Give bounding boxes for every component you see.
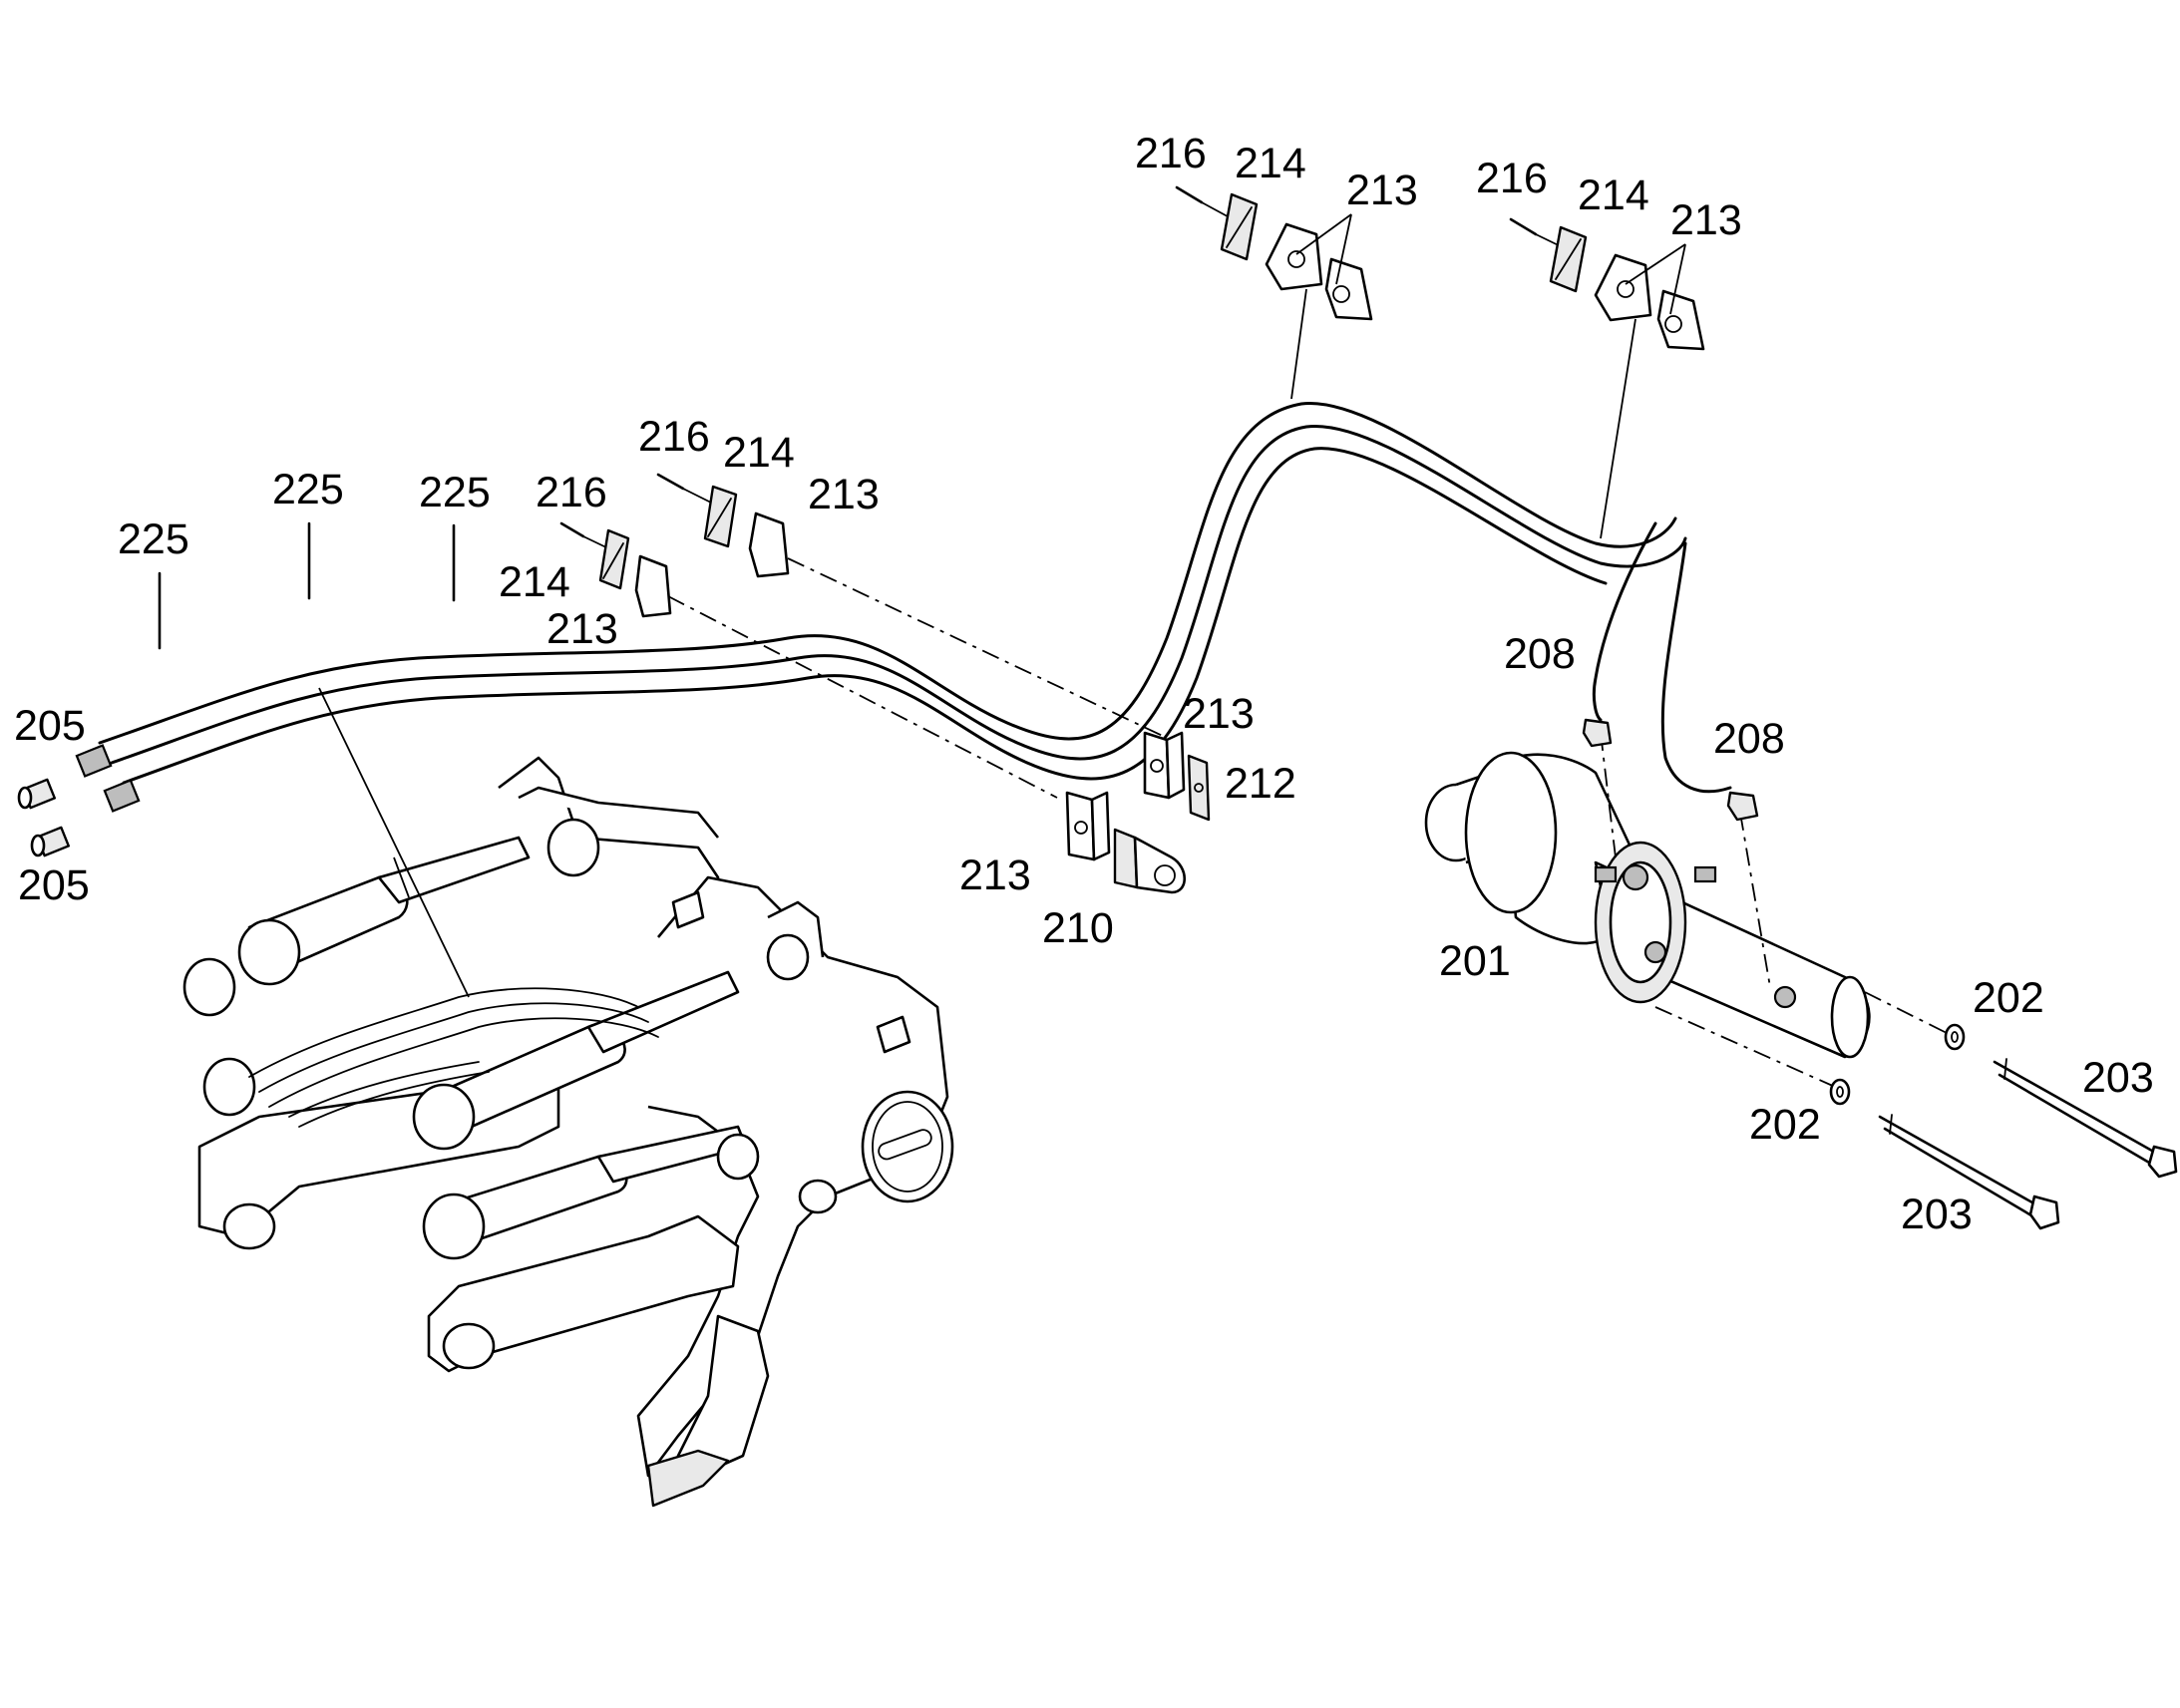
part-label-216-b: 216 [1476, 155, 1548, 202]
part-label-213-b: 213 [1670, 196, 1742, 244]
fitting-205-lower [30, 826, 70, 857]
bolt-203-upper [1993, 1058, 2178, 1179]
part-label-202-b: 202 [1749, 1101, 1821, 1149]
bracket-210 [1113, 828, 1187, 894]
part-label-203-a: 203 [2082, 1054, 2154, 1102]
part-label-225-a: 225 [118, 515, 189, 563]
clamp-213-upper [1143, 731, 1186, 800]
part-label-213-a: 213 [1346, 167, 1418, 214]
part-label-201: 201 [1439, 937, 1511, 985]
clamp-213-lower [1065, 791, 1111, 861]
part-label-213-f: 213 [959, 852, 1031, 899]
part-label-214-c: 214 [723, 429, 795, 477]
part-label-213-e: 213 [1183, 690, 1255, 738]
part-label-203-b: 203 [1901, 1191, 1973, 1238]
clamp-set-d [559, 521, 1058, 799]
machine-frame-assembly [182, 687, 954, 1508]
clamp-set-a [1175, 185, 1373, 400]
part-label-214-d: 214 [499, 558, 570, 606]
part-label-208-a: 208 [1504, 630, 1576, 678]
bolt-203-lower [1878, 1114, 2060, 1230]
part-label-214-a: 214 [1235, 140, 1306, 187]
fitting-208-right [1726, 791, 1759, 822]
part-label-214-b: 214 [1578, 171, 1649, 219]
clamp-set-c [656, 473, 1168, 739]
part-label-225-b: 225 [272, 466, 344, 513]
part-label-213-d: 213 [546, 605, 618, 653]
washer-202-lower [1829, 1078, 1851, 1106]
fitting-205-upper [17, 778, 56, 810]
clamp-set-b [1509, 217, 1705, 539]
part-label-208-b: 208 [1713, 715, 1785, 763]
hydraulic-hose-assembly [75, 402, 1732, 813]
washer-202-upper [1944, 1023, 1966, 1051]
part-label-212: 212 [1225, 760, 1296, 808]
plate-212 [1187, 754, 1211, 822]
part-label-216-a: 216 [1135, 130, 1207, 177]
hydraulic-motor-201 [1424, 732, 1956, 1088]
part-label-210: 210 [1042, 904, 1114, 952]
fitting-208-left [1582, 718, 1613, 748]
part-label-216-c: 216 [638, 413, 710, 461]
part-label-205-b: 205 [18, 861, 90, 909]
hose-225-markers [158, 521, 456, 650]
part-label-216-d: 216 [536, 469, 607, 516]
part-label-202-a: 202 [1973, 974, 2044, 1022]
part-label-213-c: 213 [808, 471, 880, 518]
part-label-205-a: 205 [14, 702, 86, 750]
part-label-225-c: 225 [419, 469, 491, 516]
